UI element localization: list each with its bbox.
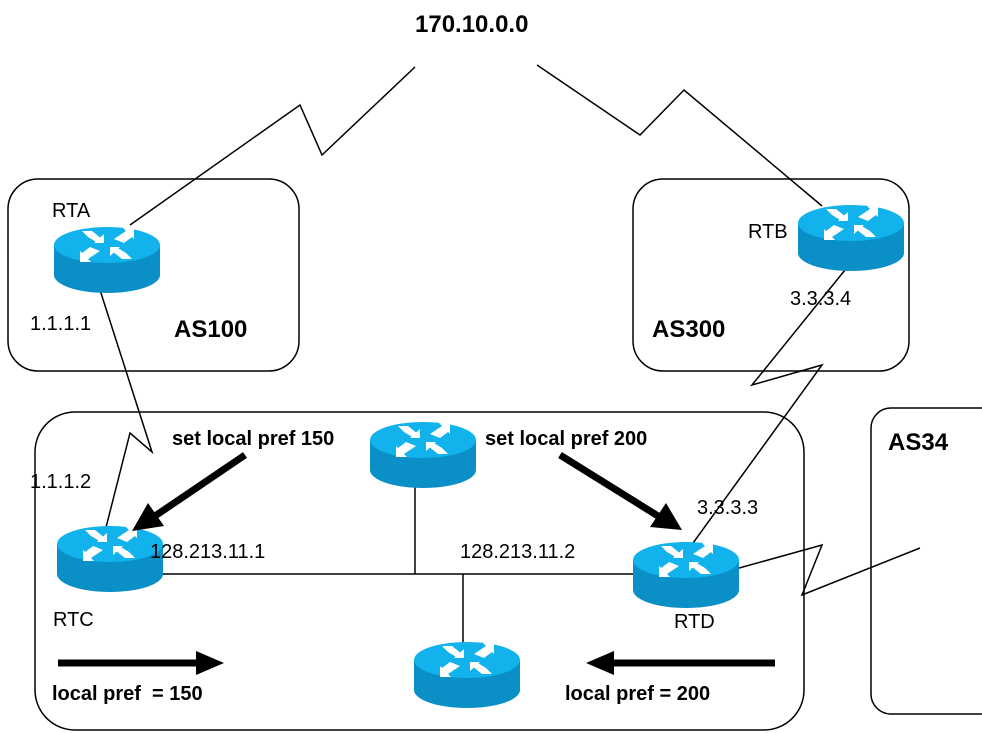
arrow-pref-200 [586,651,775,675]
router-rta-icon [54,227,160,293]
pref-150-label: local pref = 150 [52,683,203,705]
arrow-set-pref-150 [132,452,247,531]
router-rta-label: RTA [52,200,91,222]
router-center-bottom-icon [414,642,520,708]
router-rtd-icon [633,542,739,608]
router-rtb-label: RTB [748,221,788,243]
rtd-lan-ip-label: 128.213.11.2 [460,541,575,563]
network-label: 170.10.0.0 [415,11,528,38]
router-rtc-label: RTC [53,609,94,631]
link-rta-rtc [99,289,154,552]
as100-box [7,178,300,372]
router-rtc-icon [57,526,163,592]
set-pref-200-label: set local pref 200 [485,428,647,450]
as100-label: AS100 [174,316,247,343]
rtd-ext-ip-label: 3.3.3.3 [697,497,758,519]
rtc-lan-ip-label: 128.213.11.1 [150,541,265,563]
link-rtd-as34 [731,543,921,597]
router-rtb-icon [798,205,904,271]
main-as-box [34,411,805,731]
as300-box [632,178,910,372]
set-pref-150-label: set local pref 150 [172,428,334,450]
arrow-pref-150 [58,651,224,675]
as300-label: AS300 [652,316,725,343]
link-network-rtb [536,64,823,207]
as34-label: AS34 [888,429,949,456]
link-rtb-rtd [679,269,846,562]
as34-box [870,407,982,715]
link-network-rta [129,66,416,226]
pref-200-label: local pref = 200 [565,683,710,705]
rta-ip-label: 1.1.1.1 [30,313,91,335]
arrow-set-pref-200 [558,452,682,530]
router-rtd-label: RTD [674,611,715,633]
rtc-ext-ip-label: 1.1.1.2 [30,471,91,493]
router-center-top-icon [370,422,476,488]
rtb-ip-label: 3.3.3.4 [790,288,851,310]
